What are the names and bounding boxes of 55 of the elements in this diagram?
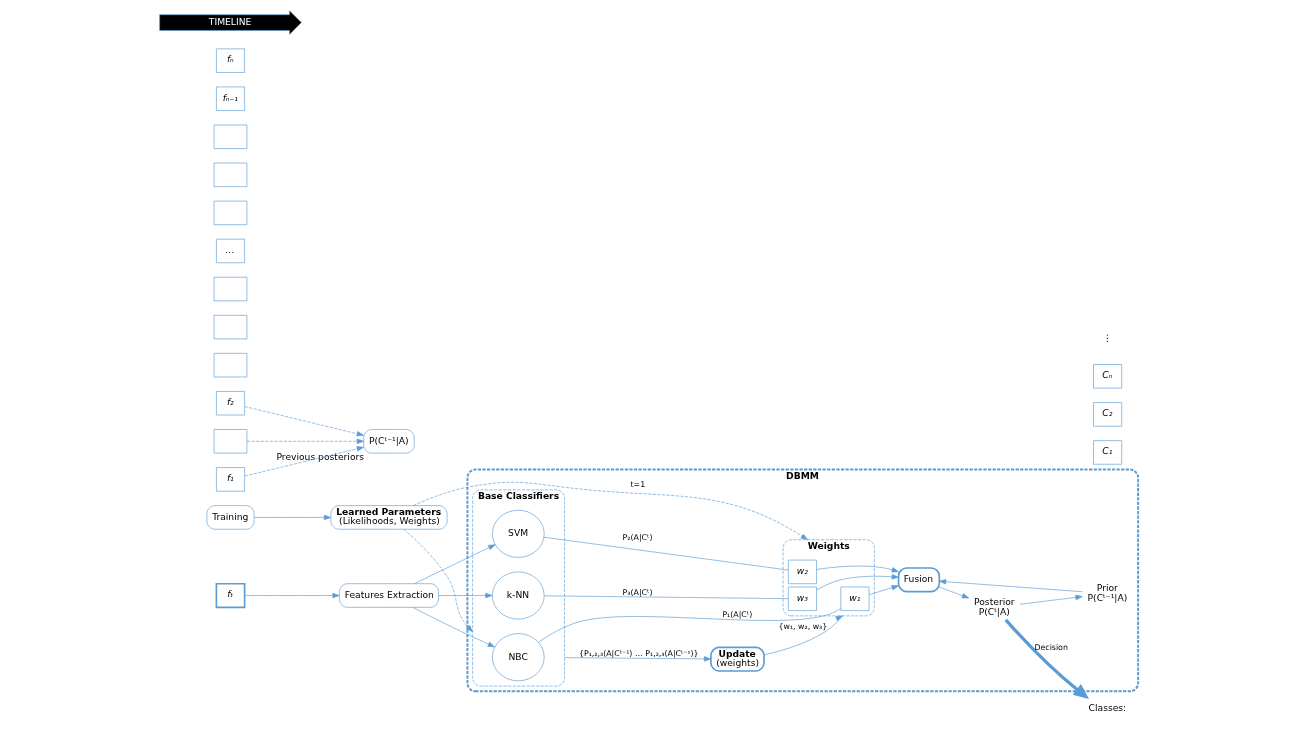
node-circle: SVM: [492, 509, 545, 558]
arrow: [438, 592, 493, 599]
arrow: [253, 514, 332, 521]
node-box: C₁: [1093, 440, 1123, 465]
arrow: [244, 406, 364, 437]
node-text: Classes:: [1088, 701, 1127, 713]
node-text: Posterior P(Cᵗ|A): [974, 595, 1015, 617]
node-box: w₁: [840, 586, 870, 611]
node-box: f₂: [216, 391, 245, 416]
node-box: …: [216, 238, 245, 264]
arrow: [816, 574, 899, 591]
arrow: [414, 544, 496, 584]
node-box: w₂: [788, 559, 817, 585]
node-box: [213, 429, 248, 454]
connector: [543, 536, 789, 571]
arrow: [246, 438, 364, 444]
node-label: Previous posteriors: [276, 451, 365, 463]
node-box: [213, 314, 248, 340]
node-box: Fusion: [897, 567, 941, 593]
node-box: [213, 124, 248, 149]
arrow: [412, 607, 495, 648]
node-box: C₂: [1093, 402, 1123, 427]
node-box: Training: [206, 505, 255, 530]
node-box: f₁: [216, 467, 245, 492]
node-box: [213, 200, 248, 226]
arrow: [868, 585, 899, 595]
node-circle: NBC: [492, 633, 545, 682]
node-box: Update (weights): [710, 646, 765, 672]
node-box: Learned Parameters (Likelihoods, Weights): [330, 505, 448, 530]
arrow: [413, 481, 808, 541]
node-box: Cₙ: [1093, 364, 1123, 389]
connector: [543, 595, 789, 599]
arrow: [244, 446, 364, 477]
node-box: Features Extraction: [339, 583, 439, 608]
node-box: fₙ: [216, 48, 245, 73]
arrow: [564, 656, 712, 662]
node-text: Prior P(Cᵗ⁻¹|A): [1087, 582, 1128, 603]
node-box: P(Cᵗ⁻¹|A): [363, 429, 415, 454]
connector: [538, 608, 842, 643]
node-circle: k-NN: [492, 571, 545, 620]
arrow: [816, 565, 899, 573]
node-box: [213, 276, 248, 302]
node-box: [213, 353, 248, 378]
label: ⋮: [1102, 331, 1112, 343]
arrow: [763, 615, 843, 656]
arrow: [244, 592, 340, 599]
node-box: fₙ₋₁: [216, 86, 245, 111]
arrow: [938, 579, 1083, 593]
node-box: w₃: [788, 586, 817, 611]
arrow: [939, 586, 970, 599]
arrow: [1004, 618, 1089, 699]
arrow: [1019, 594, 1083, 605]
node-box: [213, 162, 248, 187]
node-box: fₜ: [215, 582, 246, 609]
arrow: [403, 528, 473, 633]
